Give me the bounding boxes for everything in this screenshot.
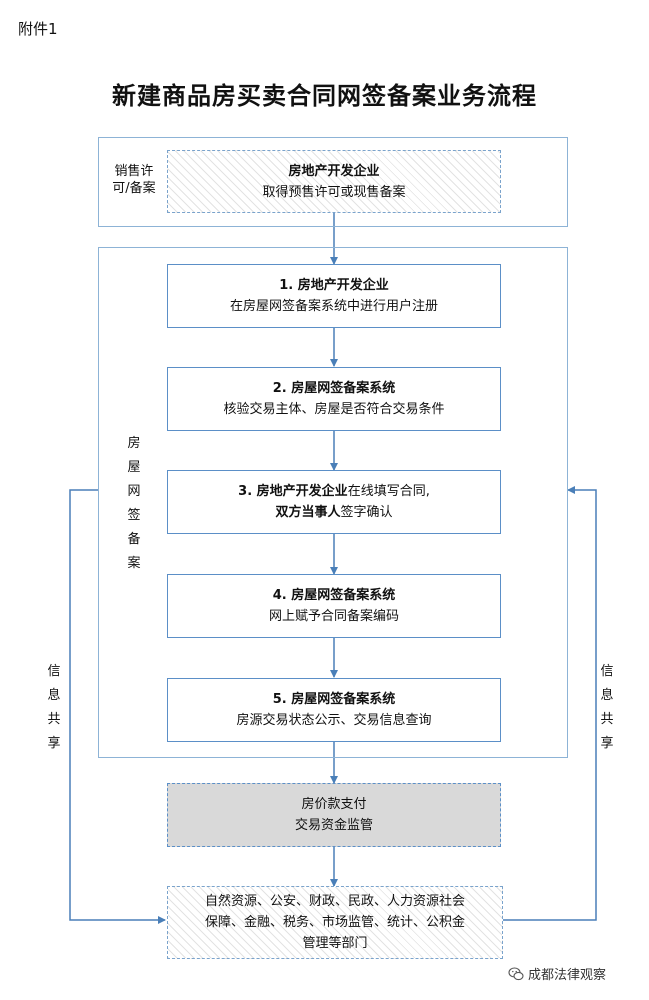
- step-3-text-rest: 签字确认: [340, 505, 393, 520]
- filing-label-char: 网: [127, 484, 141, 499]
- step-2-text: 核验交易主体、房屋是否符合交易条件: [223, 402, 445, 417]
- step-5-heading: 5. 房屋网签备案系统: [272, 692, 396, 707]
- info-share-char: 享: [47, 736, 61, 751]
- info-share-char: 息: [47, 688, 61, 703]
- info-share-char: 享: [600, 736, 614, 751]
- info-share-char: 息: [600, 688, 614, 703]
- wechat-icon: [508, 966, 524, 980]
- arrow-left-info-share: [69, 489, 166, 924]
- payment-line1: 房价款支付: [301, 797, 367, 812]
- payment-line2: 交易资金监管: [294, 818, 373, 833]
- sales-permit-label-line1: 销售许: [114, 164, 154, 179]
- step-4-heading: 4. 房屋网签备案系统: [272, 588, 396, 603]
- filing-label: 房 屋 网 签 备 案: [126, 432, 142, 576]
- step-1-text: 在房屋网签备案系统中进行用户注册: [229, 299, 438, 314]
- filing-label-char: 屋: [127, 460, 141, 475]
- step-2-box: 2. 房屋网签备案系统 核验交易主体、房屋是否符合交易条件: [167, 367, 501, 431]
- sales-permit-frame: [98, 137, 568, 227]
- departments-line3: 管理等部门: [302, 936, 368, 951]
- sales-permit-label: 销售许 可/备案: [102, 163, 166, 197]
- info-share-char: 信: [47, 664, 61, 679]
- info-share-char: 共: [600, 712, 614, 727]
- filing-label-char: 备: [127, 532, 141, 547]
- departments-line1: 自然资源、公安、财政、民政、人力资源社会: [204, 894, 465, 909]
- arrow-right-info-share: [503, 486, 597, 921]
- page-title: 新建商品房买卖合同网签备案业务流程: [112, 82, 537, 110]
- sales-permit-label-line2: 可/备案: [112, 181, 156, 196]
- step-1-box: 1. 房地产开发企业 在房屋网签备案系统中进行用户注册: [167, 264, 501, 328]
- step-3-heading-rest: 在线填写合同,: [347, 484, 430, 499]
- payment-box: 房价款支付 交易资金监管: [167, 783, 501, 847]
- step-1-heading: 1. 房地产开发企业: [279, 278, 389, 293]
- sales-permit-box: 房地产开发企业 取得预售许可或现售备案: [167, 150, 501, 213]
- watermark-text: 成都法律观察: [528, 968, 607, 983]
- info-share-char: 信: [600, 664, 614, 679]
- step-3-box: 3. 房地产开发企业在线填写合同, 双方当事人签字确认: [167, 470, 501, 534]
- filing-label-char: 案: [127, 556, 141, 571]
- step-3-text-bold: 双方当事人: [275, 505, 341, 520]
- filing-label-char: 签: [127, 508, 141, 523]
- sales-permit-text: 取得预售许可或现售备案: [262, 184, 406, 200]
- step-2-heading: 2. 房屋网签备案系统: [272, 381, 396, 396]
- sales-permit-heading: 房地产开发企业: [288, 163, 380, 179]
- info-share-left-label: 信 息 共 享: [46, 660, 62, 756]
- step-3-text: 双方当事人签字确认: [275, 502, 392, 523]
- filing-label-char: 房: [127, 436, 141, 451]
- step-4-text: 网上赋予合同备案编码: [268, 609, 399, 624]
- info-share-char: 共: [47, 712, 61, 727]
- departments-line2: 保障、金融、税务、市场监管、统计、公积金: [204, 915, 465, 930]
- step-5-text: 房源交易状态公示、交易信息查询: [236, 713, 432, 728]
- step-5-box: 5. 房屋网签备案系统 房源交易状态公示、交易信息查询: [167, 678, 501, 742]
- attachment-label: 附件1: [18, 20, 58, 38]
- step-3-heading: 3. 房地产开发企业在线填写合同,: [238, 481, 430, 502]
- info-share-right-label: 信 息 共 享: [599, 660, 615, 756]
- step-3-heading-bold: 3. 房地产开发企业: [238, 484, 348, 499]
- filing-frame: [98, 247, 568, 758]
- watermark: 成都法律观察: [508, 964, 606, 983]
- step-4-box: 4. 房屋网签备案系统 网上赋予合同备案编码: [167, 574, 501, 638]
- departments-box: 自然资源、公安、财政、民政、人力资源社会 保障、金融、税务、市场监管、统计、公积…: [167, 886, 503, 959]
